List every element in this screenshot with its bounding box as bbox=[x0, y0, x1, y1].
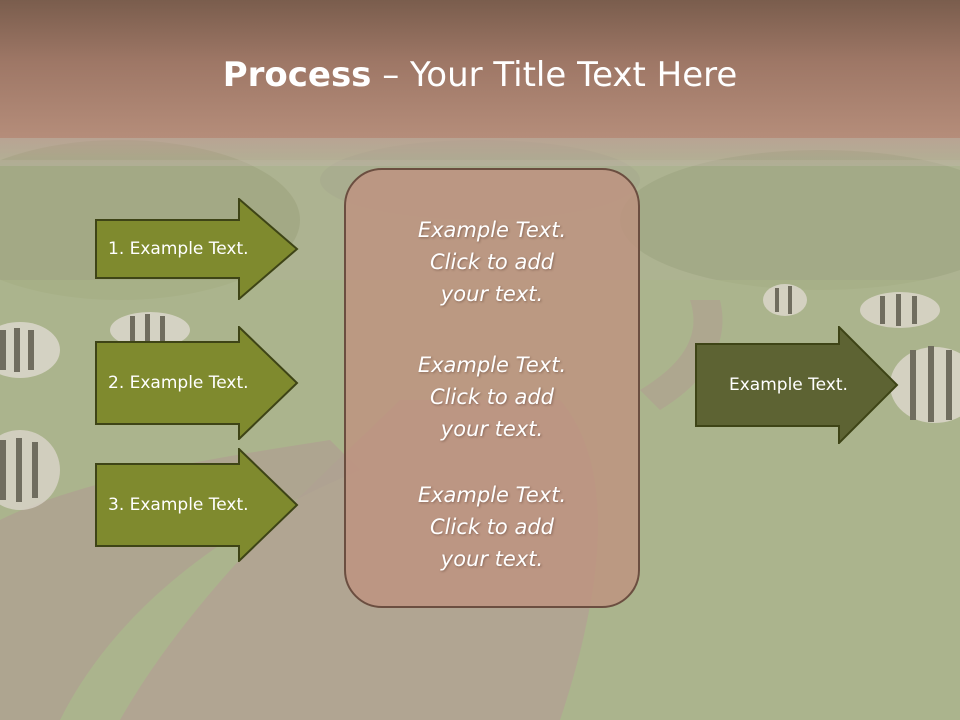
arrow-shape-icon bbox=[95, 198, 299, 300]
content-panel[interactable]: Example Text. Click to add your text. Ex… bbox=[344, 168, 640, 608]
arrow-shape-icon bbox=[95, 326, 299, 440]
panel-line: Example Text. bbox=[417, 218, 567, 242]
step-label: 3. Example Text. bbox=[108, 495, 249, 515]
step-label: 1. Example Text. bbox=[108, 239, 249, 259]
arrow-shape-icon bbox=[695, 326, 899, 444]
panel-line: Click to add bbox=[429, 385, 554, 409]
step-arrow-1[interactable]: 1. Example Text. bbox=[95, 198, 299, 300]
title-bold: Process bbox=[222, 55, 372, 95]
panel-line: your text. bbox=[440, 547, 544, 571]
panel-line: Example Text. bbox=[417, 353, 567, 377]
output-label: Example Text. bbox=[729, 375, 848, 395]
output-arrow[interactable]: Example Text. bbox=[695, 326, 899, 444]
arrow-shape-icon bbox=[95, 448, 299, 562]
title-rest: – Your Title Text Here bbox=[371, 55, 738, 95]
title-bar bbox=[0, 0, 960, 138]
panel-line: your text. bbox=[440, 282, 544, 306]
step-label: 2. Example Text. bbox=[108, 373, 249, 393]
panel-text-block-3[interactable]: Example Text. Click to add your text. bbox=[346, 479, 638, 575]
panel-line: your text. bbox=[440, 417, 544, 441]
panel-line: Click to add bbox=[429, 250, 554, 274]
panel-text-block-1[interactable]: Example Text. Click to add your text. bbox=[346, 214, 638, 310]
slide-title[interactable]: Process – Your Title Text Here bbox=[0, 52, 960, 98]
panel-text-block-2[interactable]: Example Text. Click to add your text. bbox=[346, 349, 638, 445]
panel-line: Example Text. bbox=[417, 483, 567, 507]
panel-line: Click to add bbox=[429, 515, 554, 539]
title-bar-band bbox=[0, 138, 960, 166]
step-arrow-2[interactable]: 2. Example Text. bbox=[95, 326, 299, 440]
step-arrow-3[interactable]: 3. Example Text. bbox=[95, 448, 299, 562]
